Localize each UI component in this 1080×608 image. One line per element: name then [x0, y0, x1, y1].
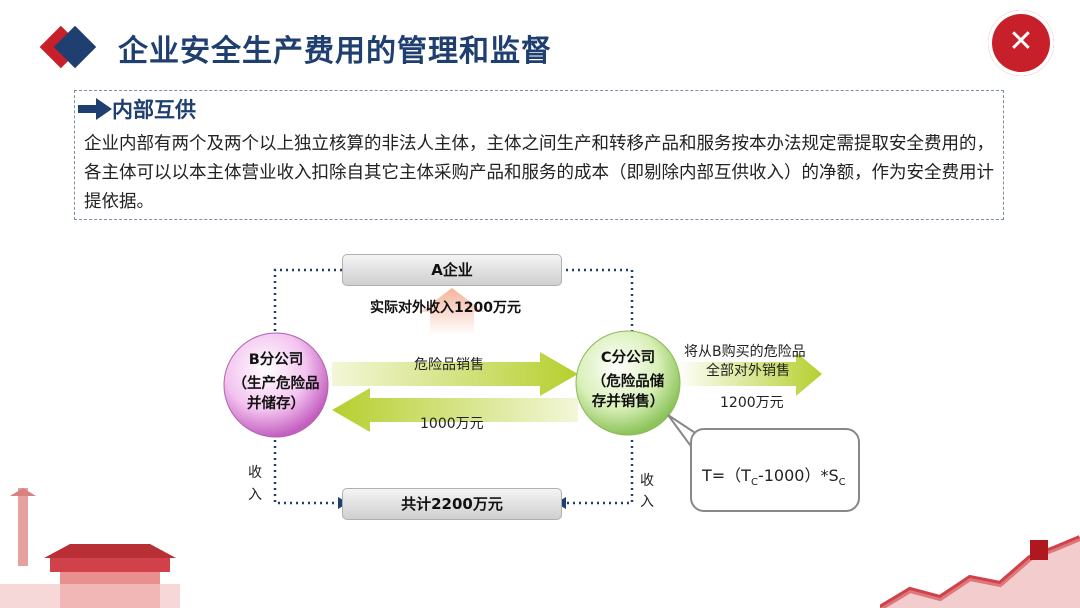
great-wall-decoration-icon [880, 518, 1080, 608]
income-left-2: 入 [248, 484, 262, 504]
b-branch-name: B分公司 [224, 350, 328, 370]
flow-bottom-label: 1000万元 [420, 413, 484, 433]
total-box: 共计2200万元 [342, 488, 562, 520]
external-revenue-label: 实际对外收入1200万元 [370, 297, 521, 317]
b-branch-text: B分公司 （生产危险品 并储存） [224, 350, 328, 414]
b-branch-desc-2: 并储存） [224, 394, 328, 414]
c-branch-desc-2: 存并销售） [576, 392, 680, 412]
c-branch-text: C分公司 （危险品储 存并销售） [576, 348, 680, 412]
c-note-amount: 1200万元 [720, 392, 784, 412]
company-a-box: A企业 [342, 254, 562, 286]
c-note-line1: 将从B购买的危险品 [684, 341, 806, 361]
income-right-1: 收 [640, 470, 654, 490]
c-note-line2: 全部对外销售 [706, 360, 790, 380]
formula-text: T=（TC-1000）*SC [702, 462, 846, 488]
c-branch-desc-1: （危险品储 [576, 372, 680, 392]
c-branch-name: C分公司 [576, 348, 680, 368]
tiananmen-decoration-icon [0, 488, 180, 608]
income-left-1: 收 [248, 462, 262, 482]
flow-top-label: 危险品销售 [414, 354, 484, 374]
b-branch-desc-1: （生产危险品 [224, 374, 328, 394]
income-right-2: 入 [640, 491, 654, 511]
